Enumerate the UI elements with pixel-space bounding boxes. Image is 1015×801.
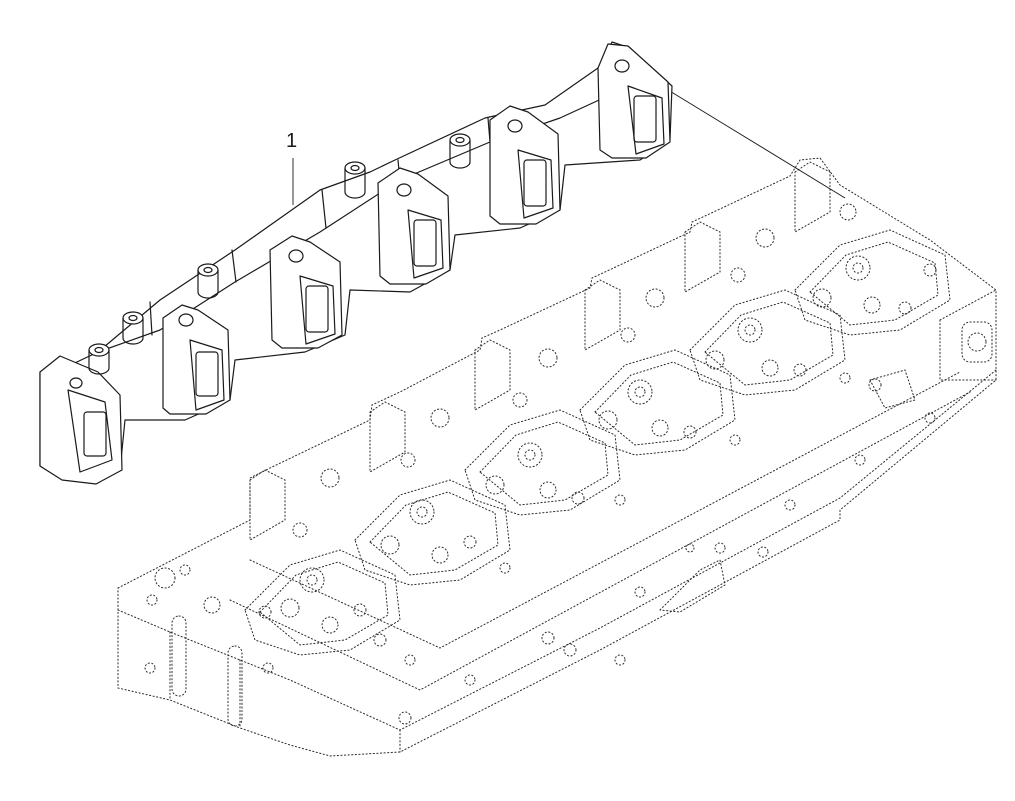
port-flange-3 bbox=[269, 235, 343, 349]
deck-holes bbox=[144, 412, 936, 725]
stud-boss-3 bbox=[197, 263, 219, 299]
port-bosses bbox=[249, 161, 916, 541]
valve-pocket-3 bbox=[464, 409, 626, 516]
port-flange-6 bbox=[597, 43, 671, 159]
valve-pocket-4 bbox=[579, 349, 741, 456]
port-flange-5 bbox=[489, 105, 561, 225]
callout-number-1: 1 bbox=[286, 130, 298, 152]
valve-pocket-5 bbox=[689, 289, 851, 396]
valve-pocket-6 bbox=[794, 229, 951, 336]
stud-boss-1 bbox=[88, 343, 110, 375]
valve-pocket-2 bbox=[354, 479, 511, 586]
port-flange-1 bbox=[39, 355, 123, 485]
port-flange-2 bbox=[162, 304, 231, 415]
port-flange-4 bbox=[377, 167, 451, 285]
stud-boss-2 bbox=[122, 311, 144, 345]
valve-pocket-1 bbox=[244, 549, 416, 666]
stud-boss-5 bbox=[449, 133, 471, 169]
exhaust-manifold[interactable] bbox=[39, 41, 673, 485]
cylinder-head bbox=[117, 157, 997, 757]
stud-boss-4 bbox=[344, 161, 366, 199]
leader-line-manifold bbox=[654, 81, 846, 199]
